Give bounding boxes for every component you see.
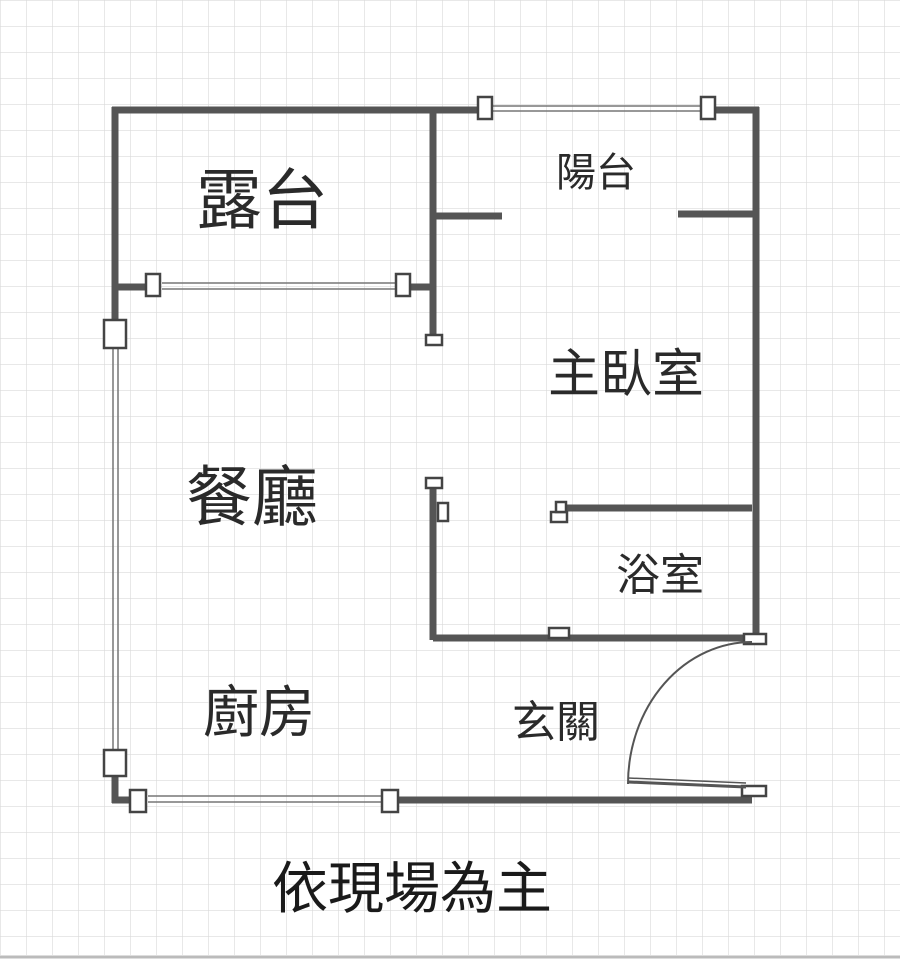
marker-left-upper — [102, 318, 128, 350]
marker-bath-top-end — [554, 500, 568, 514]
door-leaf — [627, 780, 747, 789]
marker-bath-wall-start — [549, 510, 569, 524]
marker-bath-door-side — [436, 501, 450, 523]
marker-left-lower — [102, 748, 128, 778]
marker-balcony-left — [476, 95, 494, 121]
marker-terrace-right — [394, 272, 412, 298]
marker-entrance-bottom — [740, 784, 768, 798]
label-balcony: 陽台 — [556, 150, 636, 196]
label-entrance: 玄關 — [512, 697, 600, 748]
windows — [112, 105, 701, 803]
marker-bath-bottom — [547, 626, 571, 640]
label-kitchen: 廚房 — [203, 681, 315, 746]
entrance-door — [627, 641, 753, 789]
marker-bottom-left — [128, 788, 148, 814]
walls — [111, 106, 760, 804]
label-terrace: 露台 — [196, 162, 328, 239]
marker-balcony-right — [699, 95, 717, 121]
label-master-bedroom: 主臥室 — [548, 345, 704, 405]
wall-end-markers — [102, 95, 768, 814]
marker-entrance-top — [742, 632, 768, 646]
door-leaf-inner — [627, 777, 747, 784]
label-bathroom: 浴室 — [616, 550, 704, 601]
bottom-border — [0, 955, 900, 965]
marker-bedroom-door-bottom — [424, 476, 444, 490]
marker-bedroom-door-top — [424, 333, 444, 347]
note-text: 依現場為主 — [272, 857, 552, 922]
marker-bottom-right — [380, 788, 400, 814]
marker-terrace-left — [144, 272, 162, 298]
door-swing-arc — [627, 641, 753, 785]
label-dining-room: 餐廳 — [186, 459, 318, 536]
